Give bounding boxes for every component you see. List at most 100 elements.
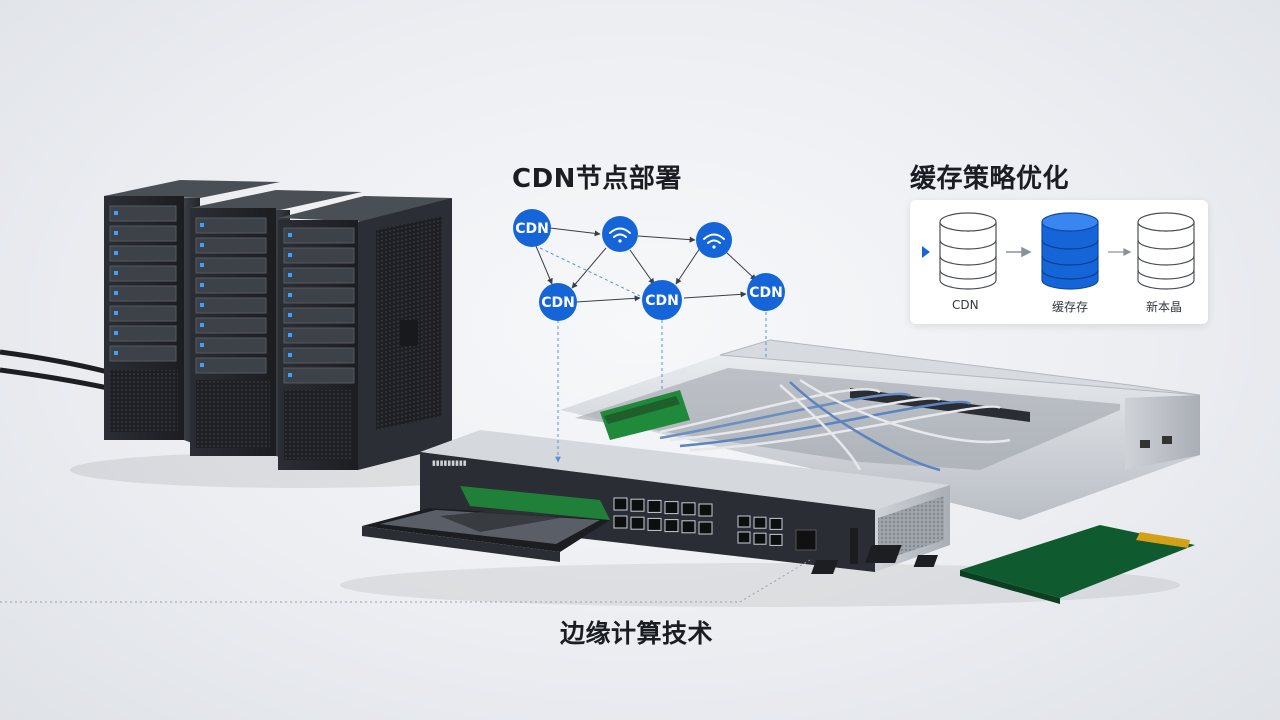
drive-led (288, 353, 292, 357)
ethernet-port (664, 519, 679, 533)
drive-bay (195, 357, 267, 374)
cdn-node-3: CDN (642, 280, 682, 320)
rack-chassis (560, 339, 1201, 520)
cache-label-new: 新本晶 (1146, 300, 1183, 314)
ethernet-port (630, 498, 645, 512)
drive-led (114, 251, 118, 255)
cdn-node-4: CDN (747, 273, 785, 311)
drive-bay (283, 307, 355, 324)
drive-led (114, 311, 118, 315)
drive-led (200, 243, 204, 247)
drive-bay (195, 337, 267, 354)
ethernet-port (698, 503, 713, 517)
drive-bay (109, 325, 177, 342)
drive-led (288, 293, 292, 297)
drive-led (200, 323, 204, 327)
drive-led (288, 273, 292, 277)
svg-text:CDN: CDN (515, 221, 549, 237)
ethernet-port (769, 533, 783, 546)
ethernet-port (769, 517, 783, 530)
database-icon-outline-1 (939, 212, 997, 290)
ethernet-port (753, 516, 767, 529)
drive-led (200, 283, 204, 287)
drive-bay (109, 205, 177, 222)
drive-bay (195, 277, 267, 294)
ethernet-port (664, 501, 679, 515)
wifi-icon (703, 233, 725, 249)
wifi-node-1 (602, 216, 638, 252)
drive-bay (109, 285, 177, 302)
cache-strategy-panel: CDN 缓存存 新本晶 (910, 200, 1208, 324)
cdn-node-2: CDN (539, 283, 577, 321)
database-icon-filled (1041, 212, 1099, 290)
cache-label-cdn: CDN (952, 298, 979, 312)
drive-led (200, 223, 204, 227)
drive-bay (195, 317, 267, 334)
drive-led (114, 231, 118, 235)
drive-led (114, 291, 118, 295)
drive-led (288, 333, 292, 337)
ethernet-port (737, 531, 751, 544)
cache-optimization-title: 缓存策略优化 (910, 164, 1070, 194)
drive-led (114, 211, 118, 215)
ethernet-port (753, 532, 767, 545)
circuit-board (811, 525, 1195, 604)
drive-bay (109, 305, 177, 322)
drive-bay (283, 327, 355, 344)
network-switch: ▮▮▮▮▮▮▮▮▮ (420, 430, 950, 572)
wifi-icon (609, 227, 631, 243)
wifi-node-2 (696, 222, 732, 258)
network-cables (659, 378, 1011, 472)
svg-text:▮▮▮▮▮▮▮▮▮: ▮▮▮▮▮▮▮▮▮ (432, 459, 467, 467)
drive-bay (283, 287, 355, 304)
drive-led (288, 373, 292, 377)
svg-text:CDN: CDN (749, 285, 783, 301)
ethernet-port (681, 502, 696, 516)
arrow-right-icon (1108, 248, 1132, 256)
cdn-deployment-title: CDN节点部署 (512, 164, 682, 194)
edge-computing-title: 边缘计算技术 (560, 619, 714, 648)
drive-led (200, 303, 204, 307)
drive-led (288, 313, 292, 317)
drive-led (114, 271, 118, 275)
drive-led (200, 363, 204, 367)
ethernet-port (681, 520, 696, 534)
drive-bay (109, 345, 177, 362)
server-tower-3 (278, 196, 452, 470)
drive-bay (283, 347, 355, 364)
database-icon-outline-2 (1137, 212, 1195, 290)
drive-led (288, 253, 292, 257)
svg-text:CDN: CDN (645, 293, 679, 309)
drive-led (200, 263, 204, 267)
drive-led (114, 351, 118, 355)
drive-bay (283, 367, 355, 384)
drive-bay (195, 217, 267, 234)
drive-bay (195, 237, 267, 254)
cache-flow-graphic (922, 212, 1195, 290)
drive-bay (195, 297, 267, 314)
ethernet-port (630, 516, 645, 530)
drive-bay (109, 245, 177, 262)
ethernet-port (613, 497, 628, 511)
ethernet-port (647, 517, 662, 531)
svg-text:CDN: CDN (541, 295, 575, 311)
ethernet-port (737, 515, 751, 528)
drive-bay (109, 225, 177, 242)
ethernet-port (698, 521, 713, 535)
cdn-node-1: CDN (513, 209, 551, 247)
drive-led (114, 331, 118, 335)
drive-led (288, 233, 292, 237)
drive-bay (195, 257, 267, 274)
drive-bay (283, 247, 355, 264)
storage-tray (362, 486, 610, 562)
ethernet-port (647, 499, 662, 513)
drive-bay (283, 267, 355, 284)
play-icon (922, 246, 930, 258)
arrow-right-icon (1006, 246, 1032, 258)
drive-led (200, 343, 204, 347)
drive-bay (109, 265, 177, 282)
cache-label-cached: 缓存存 (1052, 300, 1089, 314)
drive-bay (283, 227, 355, 244)
